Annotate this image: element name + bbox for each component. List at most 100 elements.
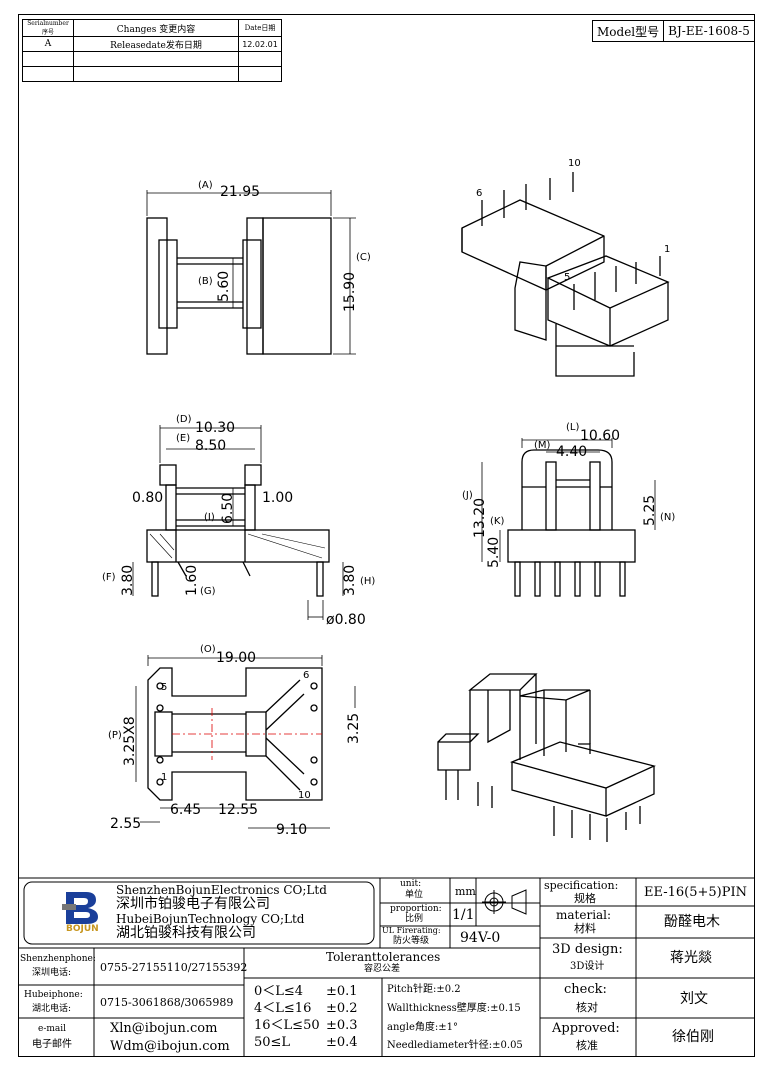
tol-note: Pitch针距:±0.2 [387, 984, 461, 995]
material-value: 酚醛电木 [664, 914, 720, 930]
dim-b-label: (B) [198, 276, 213, 287]
dim-i-value: 6.50 [220, 493, 236, 524]
design-value: 蒋光燚 [670, 950, 712, 966]
dim-g-value: 1.60 [184, 565, 200, 596]
contact-email-label: e-mail [38, 1024, 67, 1034]
dim-o-label: (O) [200, 644, 216, 655]
company-cn-2: 湖北铂骏科技有限公司 [116, 925, 256, 941]
dim-n-label: (N) [660, 512, 675, 523]
ul-label-cn: 防火等级 [393, 936, 430, 946]
iso-pins-back [481, 172, 574, 226]
dim-pitch-right: 3.25 [346, 713, 362, 744]
contact-sz-label: Shenzhenphone: [20, 954, 96, 964]
contact-hb-value: 0715-3061868/3065989 [100, 996, 234, 1009]
material-label-cn: 材料 [574, 922, 596, 935]
contact-email-value-1[interactable]: Xln@ibojun.com [110, 1021, 218, 1036]
tol-range: 0＜L≤4 [254, 984, 304, 999]
model-label: Model型号 [591, 20, 665, 42]
dim-a-label: (A) [198, 180, 213, 191]
dim-e-label: (E) [176, 433, 190, 444]
approved-label-cn: 核准 [576, 1039, 598, 1052]
bottom-pin1-label: 1 [161, 772, 167, 783]
tol-value: ±0.3 [326, 1018, 358, 1033]
top-view [146, 190, 356, 355]
unit-label-cn: 单位 [405, 890, 424, 900]
iso-pins-front [573, 256, 661, 310]
bottom-view [135, 655, 356, 829]
dim-pin-diameter: ø0.80 [326, 612, 366, 628]
check-value: 刘文 [680, 991, 708, 1007]
dim-right-small: 1.00 [262, 490, 293, 506]
dim-c-value: 15.90 [342, 272, 358, 312]
bottom-pin10-label: 10 [298, 790, 311, 801]
tol-value: ±0.1 [326, 984, 358, 999]
iso-pin10-label: 10 [568, 158, 581, 169]
unit-label: unit: [400, 879, 422, 889]
logo-text: BOJUN [66, 924, 99, 934]
company-logo: BOJUN [62, 890, 102, 938]
contact-email-label-cn: 电子邮件 [32, 1039, 72, 1050]
check-label: check: [564, 982, 607, 997]
dim-o-value: 19.00 [216, 650, 256, 666]
dim-n-value: 5.25 [642, 495, 658, 526]
iso-pin1-label: 1 [664, 244, 670, 255]
contact-hb-label-cn: 湖北电话: [32, 1004, 72, 1014]
dim-h-value: 3.80 [342, 565, 358, 596]
revision-table: Serialnumber序号 Changes 变更内容 Date日期 A Rel… [22, 19, 282, 82]
dim-d-label: (D) [176, 414, 192, 425]
ul-label: UL Firerating: [382, 926, 441, 935]
company-cn-1: 深圳市铂骏电子有限公司 [116, 896, 270, 912]
bottom-pin6-label: 6 [303, 670, 309, 681]
company-en-2: HubeiBojunTechnology CO;Ltd [116, 912, 305, 926]
dim-p-value: 3.25X8 [122, 716, 138, 766]
technical-drawing: (A) 21.95 (B) 5.60 (C) 15.90 (D) 10.30 (… [102, 158, 675, 842]
drawing-frame [18, 14, 755, 1057]
dim-h-label: (H) [360, 576, 375, 587]
dim-e-value: 8.50 [195, 438, 226, 454]
dim-p-label: (P) [108, 730, 122, 741]
dim-j-value: 13.20 [472, 498, 488, 538]
dim-b-value: 5.60 [216, 271, 232, 302]
rev-cell [238, 66, 282, 82]
dim-j-label: (J) [462, 490, 473, 501]
dim-k-value: 5.40 [486, 537, 502, 568]
approved-value: 徐伯刚 [672, 1029, 714, 1045]
tolerance-title: Toleranttolerances [326, 950, 441, 964]
dim-a-value: 21.95 [220, 184, 260, 200]
tol-note: Needlediameter针径:±0.05 [387, 1040, 523, 1051]
dim-left-small: 0.80 [132, 490, 163, 506]
tol-value: ±0.4 [326, 1035, 358, 1050]
dim-d-value: 10.30 [195, 420, 235, 436]
tol-range: 16＜L≤50 [254, 1018, 320, 1033]
iso-view-bottom [437, 673, 656, 842]
dim-645: 6.45 [170, 802, 201, 818]
proportion-label: proportion: [390, 904, 442, 914]
spec-label: specification: [544, 879, 619, 892]
proportion-value: 1/1 [452, 907, 475, 923]
dim-1255: 12.55 [218, 802, 258, 818]
model-box: Model型号 BJ-EE-1608-5 [591, 20, 755, 42]
company-en-1: ShenzhenBojunElectronics CO;Ltd [116, 883, 327, 897]
contact-hb-label: Hubeiphone: [24, 990, 83, 1000]
unit-value: mm [455, 885, 476, 898]
iso-pin6-label: 6 [476, 188, 482, 199]
contact-email-value-2[interactable]: Wdm@ibojun.com [110, 1039, 230, 1054]
tol-value: ±0.2 [326, 1001, 358, 1016]
model-value: BJ-EE-1608-5 [663, 20, 755, 42]
material-label: material: [556, 908, 612, 922]
tol-range: 50≤L [254, 1035, 291, 1050]
ul-value: 94V-0 [460, 930, 501, 946]
dim-l-label: (L) [566, 422, 579, 433]
tol-note: angle角度:±1° [387, 1022, 459, 1033]
check-label-cn: 核对 [576, 1001, 598, 1014]
bojun-logo-icon [62, 892, 98, 924]
tol-note: Wallthickness壁厚度:±0.15 [387, 1003, 521, 1014]
spec-value: EE-16(5+5)PIN [644, 885, 747, 900]
dim-m-label: (M) [534, 440, 551, 451]
iso2-pins [477, 782, 641, 842]
contact-sz-value: 0755-27155110/27155392 [100, 961, 248, 974]
proportion-label-cn: 比例 [405, 914, 424, 924]
tolerance-subtitle: 容忍公差 [364, 964, 401, 974]
design-label: 3D design: [552, 942, 623, 957]
iso-pin5-label: 5 [564, 272, 570, 283]
